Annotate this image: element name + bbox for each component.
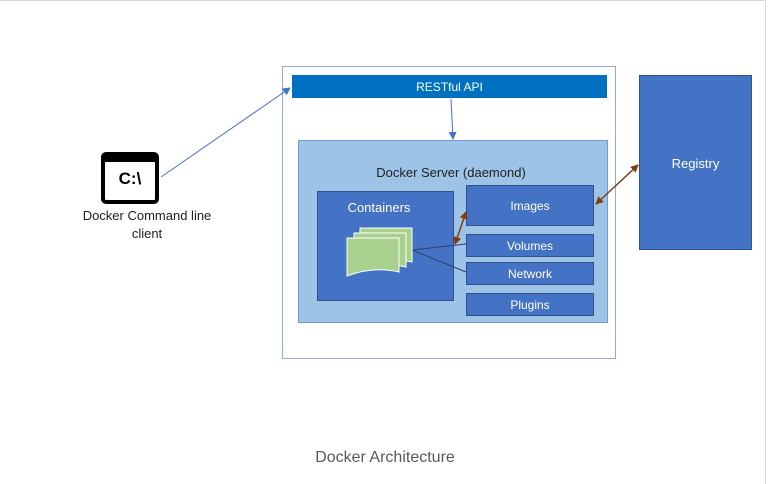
images-registry-arrow [595, 164, 639, 205]
diagram-caption: Docker Architecture [315, 449, 455, 466]
cli-client-label: Docker Command line client [82, 208, 212, 241]
registry-box: Registry [639, 75, 752, 250]
volumes-box: Volumes [466, 234, 594, 257]
terminal-title-bar [105, 156, 155, 162]
containers-images-arrow [453, 211, 468, 245]
api-to-server-arrow [448, 98, 457, 140]
terminal-prompt-glyph: C:\ [118, 169, 142, 188]
network-box: Network [466, 262, 594, 285]
container-stack-icon [346, 227, 413, 277]
containers-volumes-connector [411, 243, 467, 251]
terminal-icon: C:\ [101, 152, 159, 204]
containers-network-connector [411, 249, 467, 273]
restful-api-box: RESTful API [292, 75, 607, 98]
plugins-box: Plugins [466, 293, 594, 316]
images-box: Images [466, 185, 594, 226]
docker-server-label: Docker Server (daemond) [376, 165, 526, 180]
containers-label: Containers [347, 200, 411, 215]
client-to-api-arrow [160, 87, 291, 178]
